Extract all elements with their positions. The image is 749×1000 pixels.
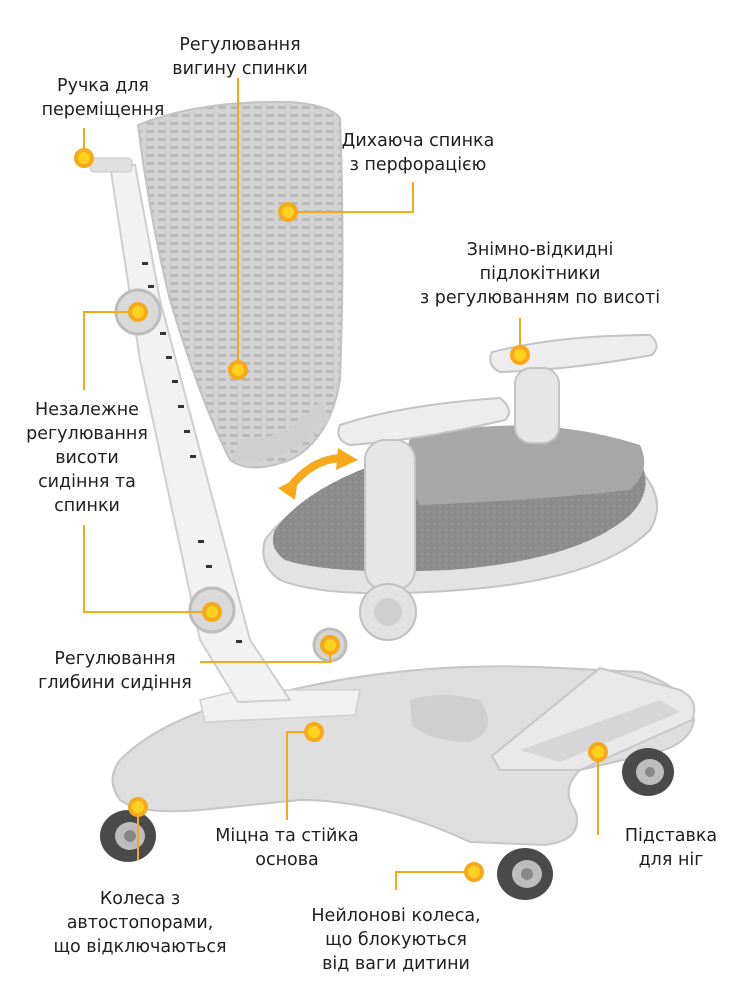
callout-seat-depth: Регулювання глибини сидіння [30, 647, 200, 695]
callout-line-1: Незалежне [35, 400, 139, 420]
callout-backrest-curve: Регулювання вигину спинки [160, 33, 320, 81]
seat [262, 425, 658, 595]
callout-line-5: спинки [54, 496, 120, 516]
callout-line-2: підлокітники [479, 264, 601, 284]
callout-line-1: Підставка [624, 826, 718, 846]
callout-line-2: що блокуються [325, 930, 467, 950]
callout-line-2: основа [255, 850, 319, 870]
callout-line-1: Знімно-відкидні [466, 240, 614, 260]
backrest [136, 100, 344, 469]
callout-line-2: для ніг [638, 850, 704, 870]
footrest [490, 666, 696, 771]
callout-breathable-back: Дихаюча спинка з перфорацією [323, 129, 513, 177]
callout-base: Міцна та стійка основа [204, 824, 370, 872]
callout-line-2: переміщення [41, 100, 165, 120]
callout-line-3: з регулюванням по висоті [419, 288, 661, 308]
callout-handle: Ручка для переміщення [28, 74, 178, 122]
callout-line-4: сидіння та [38, 472, 136, 492]
callout-line-1: Регулювання [179, 35, 301, 55]
callout-line-2: вигину спинки [172, 59, 308, 79]
callout-line-1: Колеса з [99, 889, 181, 909]
callout-line-2: регулювання [26, 424, 148, 444]
rotation-arrows-icon [278, 448, 358, 500]
armrests [337, 333, 658, 641]
callout-armrests: Знімно-відкидні підлокітники з регулюван… [404, 238, 676, 310]
callout-nylon-wheels: Нейлонові колеса, що блокуються від ваги… [296, 904, 496, 976]
callout-footrest: Підставка для ніг [616, 824, 726, 872]
callout-line-3: що відключаються [53, 937, 227, 957]
callout-line-1: Регулювання [54, 649, 176, 669]
callout-line-1: Ручка для [57, 76, 149, 96]
callout-line-1: Нейлонові колеса, [311, 906, 481, 926]
marker-sun-icons [74, 148, 608, 882]
callout-line-2: глибини сидіння [38, 673, 192, 693]
callout-independent-height: Незалежне регулювання висоти сидіння та … [17, 398, 157, 518]
callout-line-1: Міцна та стійка [215, 826, 359, 846]
callout-line-2: автостопорами, [66, 913, 214, 933]
callout-auto-stop-wheels: Колеса з автостопорами, що відключаються [30, 887, 250, 959]
callout-line-1: Дихаюча спинка [341, 131, 495, 151]
callout-line-2: з перфорацією [349, 155, 487, 175]
callout-line-3: висоти [55, 448, 119, 468]
callout-line-3: від ваги дитини [322, 954, 470, 974]
